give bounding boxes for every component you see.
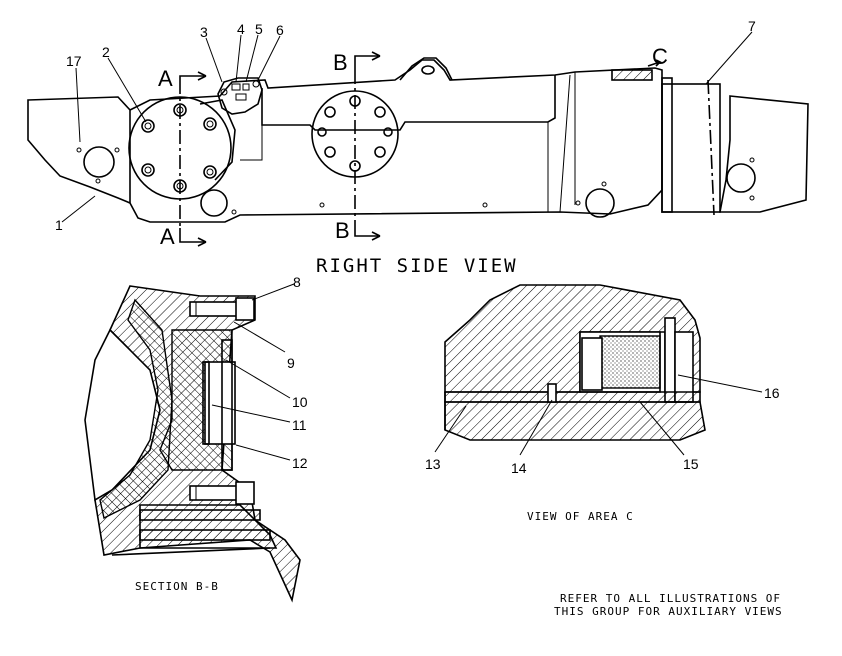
right-side-view-title: RIGHT SIDE VIEW xyxy=(316,255,518,277)
callout-9: 9 xyxy=(287,355,295,371)
right-side-view xyxy=(27,51,809,247)
section-a-top-marker: A xyxy=(158,66,173,91)
section-b-top-marker: B xyxy=(333,50,348,75)
note-line-2: THIS GROUP FOR AUXILIARY VIEWS xyxy=(554,605,783,618)
note-line-1: REFER TO ALL ILLUSTRATIONS OF xyxy=(560,592,781,605)
callout-15: 15 xyxy=(683,456,699,472)
callout-11: 11 xyxy=(292,417,307,433)
callout-6: 6 xyxy=(276,22,284,38)
callout-1: 1 xyxy=(55,217,63,233)
callout-14: 14 xyxy=(511,460,527,476)
callout-10: 10 xyxy=(292,394,308,410)
beam-body xyxy=(129,59,663,223)
right-end-block xyxy=(719,95,809,213)
section-a-bottom-marker: A xyxy=(160,224,175,249)
callout-17: 17 xyxy=(66,53,82,69)
left-end-block xyxy=(27,96,131,205)
callout-2: 2 xyxy=(102,44,110,60)
right-boss xyxy=(585,188,615,218)
left-end-bore xyxy=(83,146,115,178)
callout-13: 13 xyxy=(425,456,441,472)
callout-5: 5 xyxy=(255,21,263,37)
lifting-eye xyxy=(399,57,453,81)
callout-3: 3 xyxy=(200,24,208,40)
area-c-title: VIEW OF AREA C xyxy=(527,510,634,523)
leader-lines xyxy=(61,31,763,461)
callout-4: 4 xyxy=(237,21,245,37)
view-of-area-c xyxy=(444,284,706,441)
callout-12: 12 xyxy=(292,455,308,471)
section-b-b-title: SECTION B-B xyxy=(135,580,219,593)
view-c-marker: C xyxy=(652,44,668,69)
section-b-bottom-marker: B xyxy=(335,218,350,243)
callout-7: 7 xyxy=(748,18,756,34)
callout-8: 8 xyxy=(293,274,301,290)
callout-16: 16 xyxy=(764,385,780,401)
section-b-b xyxy=(84,285,301,603)
breather-fitting xyxy=(217,77,263,115)
